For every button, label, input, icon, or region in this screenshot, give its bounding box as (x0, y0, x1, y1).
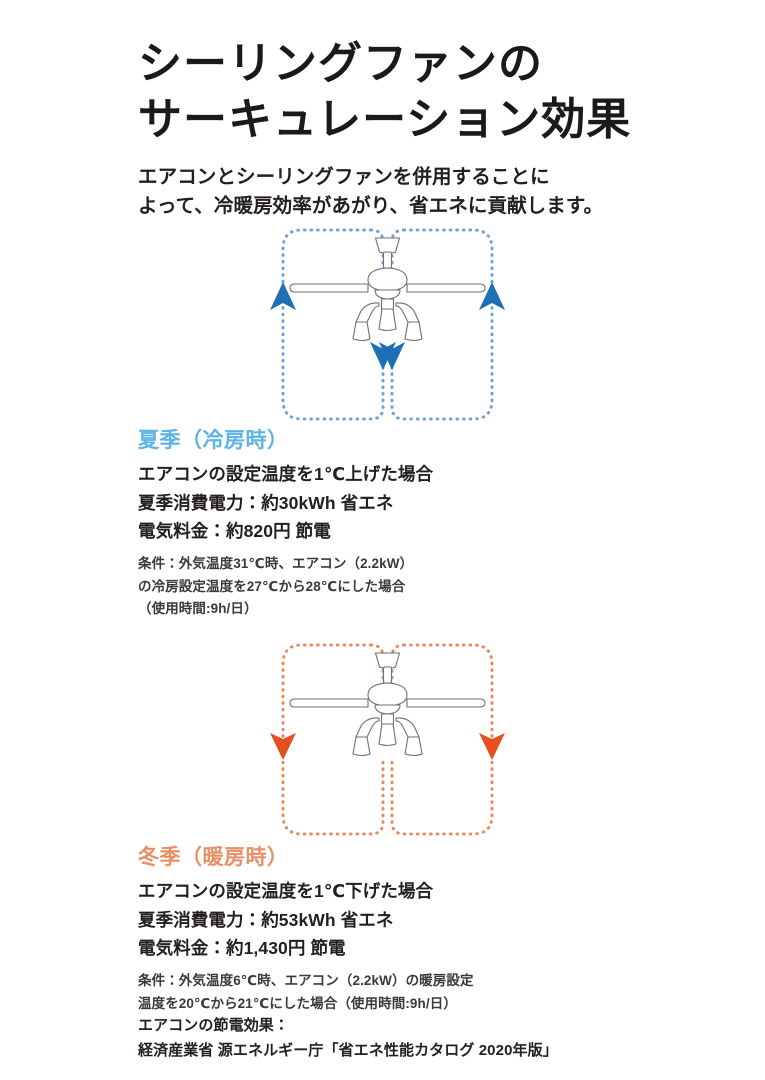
season-heading-summer: 夏季（冷房時） (138, 429, 289, 452)
summer-conditions-note: 条件：外気温度31℃時、エアコン（2.2kW） の冷房設定温度を27℃から28℃… (138, 553, 608, 621)
source-reference: 経済産業省 源エネルギー庁「省エネ性能カタログ 2020年版」 (138, 1042, 558, 1060)
source-label: エアコンの節電効果： (138, 1017, 290, 1034)
source-footer: エアコンの節電効果： 経済産業省 源エネルギー庁「省エネ性能カタログ 2020年… (138, 1013, 658, 1063)
ceiling-fan-icon (289, 237, 486, 342)
airflow-diagram-winter (255, 637, 520, 842)
summer-detail-line-3: 電気料金：約820円 節電 (138, 520, 331, 541)
summer-note-line-3: （使用時間:9h/日） (138, 601, 258, 617)
page-subtitle-line-1: エアコンとシーリングファンを併用することに (138, 165, 550, 188)
ceiling-fan-icon (289, 652, 486, 757)
page-title-line-2: サーキュレーション効果 (138, 95, 632, 145)
page-subtitle-line-2: よって、冷暖房効率があがり、省エネに貢献します。 (138, 195, 604, 218)
summer-detail-line-1: エアコンの設定温度を1℃上げた場合 (138, 464, 434, 485)
winter-detail-line-1: エアコンの設定温度を1℃下げた場合 (138, 881, 434, 902)
winter-note-line-2: 温度を20℃から21℃にした場合（使用時間:9h/日） (138, 995, 457, 1011)
winter-detail-line-3: 電気料金：約1,430円 節電 (138, 937, 346, 958)
arrow-down-icon (270, 733, 505, 760)
info-block-winter: 冬季（暖房時） エアコンの設定温度を1℃下げた場合 夏季消費電力：約53kWh … (138, 845, 608, 1015)
header: シーリングファンの サーキュレーション効果 エアコンとシーリングファンを併用する… (138, 36, 698, 222)
info-block-summer: 夏季（冷房時） エアコンの設定温度を1℃上げた場合 夏季消費電力：約30kWh … (138, 428, 608, 621)
page-subtitle: エアコンとシーリングファンを併用することに よって、冷暖房効率があがり、省エネに… (138, 163, 698, 222)
summer-detail-line-2: 夏季消費電力：約30kWh 省エネ (138, 492, 394, 513)
winter-note-line-1: 条件：外気温度6℃時、エアコン（2.2kW）の暖房設定 (138, 973, 474, 989)
arrow-up-icon (270, 282, 505, 310)
arrow-down-icon (370, 342, 405, 370)
winter-conditions-note: 条件：外気温度6℃時、エアコン（2.2kW）の暖房設定 温度を20℃から21℃に… (138, 970, 608, 1015)
page-title-line-1: シーリングファンの (138, 39, 543, 88)
season-heading-winter: 冬季（暖房時） (138, 846, 289, 869)
winter-detail-line-2: 夏季消費電力：約53kWh 省エネ (138, 909, 394, 930)
airflow-diagram-summer (255, 222, 520, 427)
summer-note-line-2: の冷房設定温度を27℃から28℃にした場合 (138, 578, 406, 594)
summer-note-line-1: 条件：外気温度31℃時、エアコン（2.2kW） (138, 556, 414, 572)
